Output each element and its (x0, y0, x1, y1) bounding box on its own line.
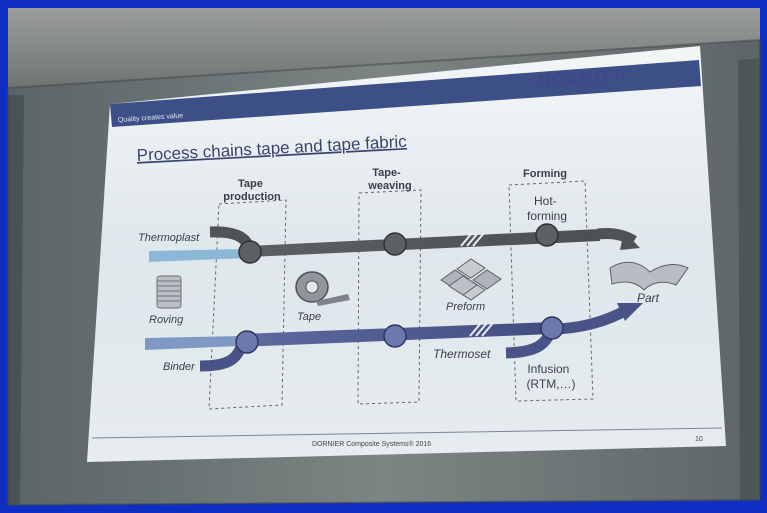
thermoplast-input-bar (149, 249, 247, 262)
thermoset-break-mark (469, 322, 494, 337)
thermoplast-node-1 (238, 240, 262, 264)
thermoset-node-2 (383, 324, 407, 348)
thermoplast-break-mark (460, 232, 485, 247)
preform-fabric-icon (440, 258, 502, 301)
slide-footer-rule (91, 427, 723, 439)
thermoplast-arrow-head (620, 231, 640, 250)
roving-spool-icon (156, 275, 182, 309)
dornier-logo: DORNIER (537, 67, 628, 90)
stage-tape-weaving: Tape- weaving (367, 167, 411, 192)
thermoset-node-1 (235, 330, 259, 354)
thermoset-arrow-head (617, 303, 643, 321)
stage-tape-production: Tape production (223, 178, 281, 203)
label-preform: Preform (446, 301, 485, 313)
label-tape: Tape (297, 311, 321, 323)
thermoplast-node-3 (535, 223, 559, 247)
stage-hot-forming: Hot- forming (527, 194, 567, 223)
slide (87, 46, 726, 462)
slide-tagline: Quality creates value (118, 112, 184, 124)
tape-production-box (208, 199, 287, 410)
part-shell-icon (609, 261, 689, 291)
forming-box (508, 180, 594, 402)
label-part: Part (637, 291, 660, 305)
tape-roll-icon (295, 271, 350, 306)
label-thermoset: Thermoset (433, 347, 491, 361)
label-thermoplast: Thermoplast (138, 232, 200, 244)
slide-page-number: 10 (695, 436, 703, 443)
stage-forming: Forming (523, 168, 567, 180)
thermoset-input-bar (145, 336, 240, 350)
slide-footer: DORNIER Composite Systems® 2016 (312, 440, 431, 448)
label-binder: Binder (163, 361, 196, 373)
slide-header-band (110, 60, 701, 127)
thermoplast-node-2 (383, 232, 407, 256)
label-roving: Roving (149, 314, 184, 326)
thermoplast-process-line (249, 229, 600, 257)
stage-boxes (208, 180, 594, 410)
thermoset-node-3 (540, 316, 564, 340)
stage-infusion: Infusion (RTM,…) (526, 362, 575, 391)
